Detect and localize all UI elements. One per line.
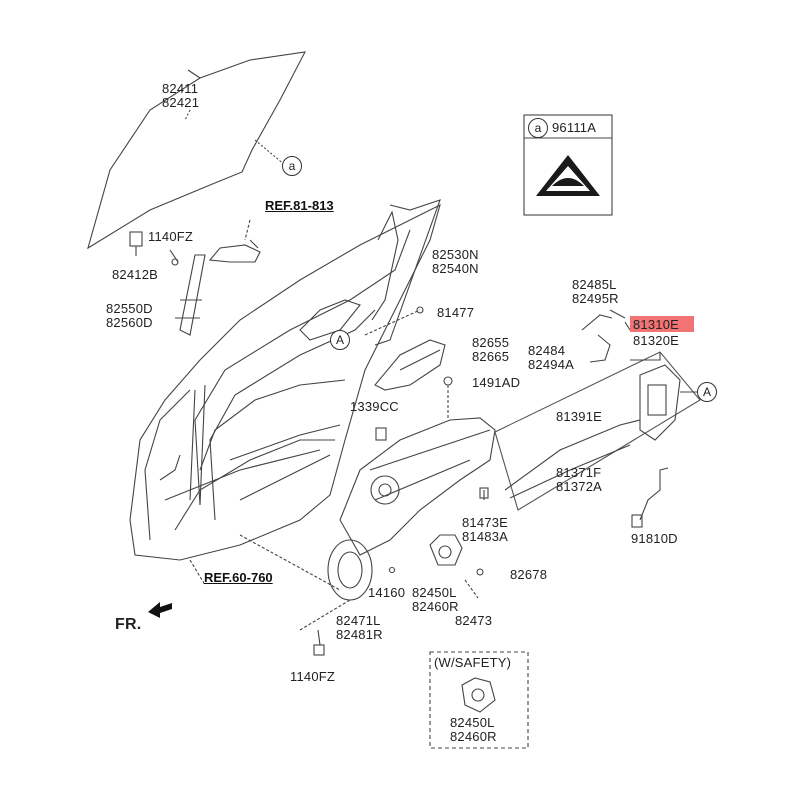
label-81320e: 81320E [633, 333, 680, 348]
ref-60-760: REF.60-760 [204, 570, 273, 585]
label-82473: 82473 [455, 613, 493, 628]
door-panel-outline [129, 203, 441, 561]
front-arrow-icon [148, 602, 172, 618]
label-81477: 81477 [437, 305, 475, 320]
label-14160: 14160 [368, 585, 406, 600]
window-regulator-shape [339, 417, 496, 556]
label-82678: 82678 [510, 567, 548, 582]
label-1339cc: 1339CC [350, 399, 399, 414]
circle-a-latch: A [697, 382, 717, 402]
circle-a-door: A [330, 330, 350, 350]
window-channel-shape [374, 199, 441, 346]
label-1140fz-top: 1140FZ [148, 229, 194, 244]
label-81391e: 81391E [556, 409, 603, 424]
label-91810d: 91810D [631, 531, 678, 546]
circle-a-label: a [528, 118, 548, 138]
door-glass-shape [87, 51, 306, 250]
door-latch-shape [639, 364, 681, 441]
label-1491ad: 1491AD [472, 375, 521, 390]
label-fr: FR. [115, 616, 142, 633]
label-1140fz-bottom: 1140FZ [290, 669, 336, 684]
warning-triangle-icon [536, 155, 600, 196]
label-96111a: 96111A [552, 120, 597, 135]
highlight-81310e [630, 316, 694, 332]
label-81310e: 81310E [633, 317, 680, 332]
safety-title: (W/SAFETY) [434, 655, 512, 670]
circle-a-glass: a [282, 156, 302, 176]
ref-81-813: REF.81-813 [265, 198, 334, 213]
speaker-shape [327, 539, 373, 601]
label-82412b: 82412B [112, 267, 159, 282]
